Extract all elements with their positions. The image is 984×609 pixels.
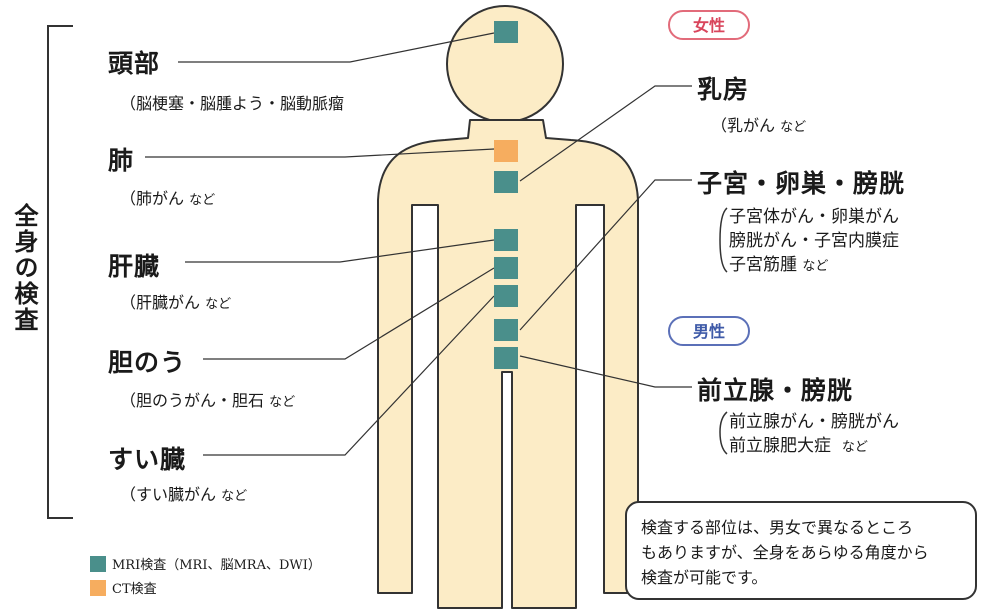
prostate-line-1: 前立腺がん・膀胱がん [729, 412, 899, 432]
note-gallbladder: （胆のうがん・胆石 など [120, 387, 295, 411]
note-pancreas-text: （すい臓がん [120, 485, 217, 504]
connector-lines [145, 32, 692, 456]
note-head-text: （脳梗塞・脳腫よう・脳動脈瘤 [120, 94, 345, 113]
note-head: （脳梗塞・脳腫よう・脳動脈瘤 [120, 90, 344, 114]
note-liver: （肝臓がん など [120, 289, 231, 313]
female-badge: 女性 [668, 10, 750, 40]
marker-head-mri [494, 21, 518, 43]
prostate-line-2-text: 前立腺肥大症 [729, 436, 831, 456]
note-lung: （肺がん など [120, 185, 215, 209]
uterus-line-3-small: など [802, 259, 829, 274]
uterus-line-3-text: 子宮筋腫 [729, 255, 797, 275]
marker-breast-mri [494, 171, 518, 193]
organ-liver: 肝臓 [108, 252, 161, 281]
prostate-line-2-small: など [841, 440, 868, 455]
marker-lung-ct [494, 140, 518, 162]
legend-mri: MRI検査（MRI、脳MRA、DWI） [90, 554, 321, 573]
side-label: 全身の検査 [10, 203, 39, 333]
uterus-disease-list: 子宮体がん・卵巣がん 膀胱がん・子宮内膜症 子宮筋腫 など [729, 205, 899, 279]
uterus-line-2: 膀胱がん・子宮内膜症 [729, 231, 899, 251]
markers [494, 21, 518, 369]
organ-prostate: 前立腺・膀胱 [697, 376, 854, 405]
organ-pancreas: すい臓 [108, 445, 187, 474]
line-head [178, 32, 495, 63]
line-pancreas [203, 295, 495, 456]
note-breast-small: など [780, 120, 807, 135]
organ-head: 頭部 [108, 49, 161, 78]
uterus-line-3: 子宮筋腫 など [729, 253, 899, 279]
marker-prostate-mri [494, 347, 518, 369]
note-gallbladder-small: など [269, 395, 296, 410]
note-pancreas: （すい臓がん など [120, 481, 247, 505]
organ-breast: 乳房 [697, 75, 750, 104]
line-uterus [519, 179, 692, 331]
line-prostate [519, 355, 692, 388]
left-bracket [47, 25, 73, 519]
prostate-list-bracket [719, 411, 728, 455]
line-lung [145, 148, 495, 158]
note-lung-text: （肺がん [120, 189, 185, 208]
legend-mri-swatch [90, 555, 106, 572]
legend-ct-swatch [90, 579, 106, 596]
note-liver-small: など [205, 297, 232, 312]
male-badge: 男性 [668, 316, 750, 346]
marker-liver-mri-2 [494, 257, 518, 279]
prostate-disease-list: 前立腺がん・膀胱がん 前立腺肥大症 など [729, 410, 899, 460]
legend-mri-label: MRI検査（MRI、脳MRA、DWI） [112, 558, 321, 573]
note-breast-text: （乳がん [711, 116, 776, 135]
note-lung-small: など [189, 193, 216, 208]
note-liver-text: （肝臓がん [120, 293, 201, 312]
uterus-line-1: 子宮体がん・卵巣がん [729, 207, 899, 227]
legend-ct: CT検査 [90, 578, 157, 597]
line-liver [185, 239, 495, 263]
organ-gallbladder: 胆のう [108, 348, 187, 377]
marker-uterus-mri [494, 319, 518, 341]
prostate-line-2: 前立腺肥大症 など [729, 434, 899, 460]
organ-lung: 肺 [108, 146, 135, 175]
legend-ct-label: CT検査 [112, 582, 157, 597]
organ-uterus: 子宮・卵巣・膀胱 [697, 169, 906, 198]
info-box: 検査する部位は、男女で異なるところ もありますが、全身をあらゆる角度から 検査が… [625, 501, 977, 600]
marker-liver-mri-1 [494, 229, 518, 251]
line-breast [519, 85, 692, 182]
note-gallbladder-text: （胆のうがん・胆石 [120, 391, 265, 410]
note-pancreas-small: など [221, 489, 248, 504]
note-breast: （乳がん など [711, 112, 806, 136]
marker-pancreas-mri [494, 285, 518, 307]
uterus-list-bracket [719, 207, 728, 273]
line-gallbladder [203, 267, 495, 360]
